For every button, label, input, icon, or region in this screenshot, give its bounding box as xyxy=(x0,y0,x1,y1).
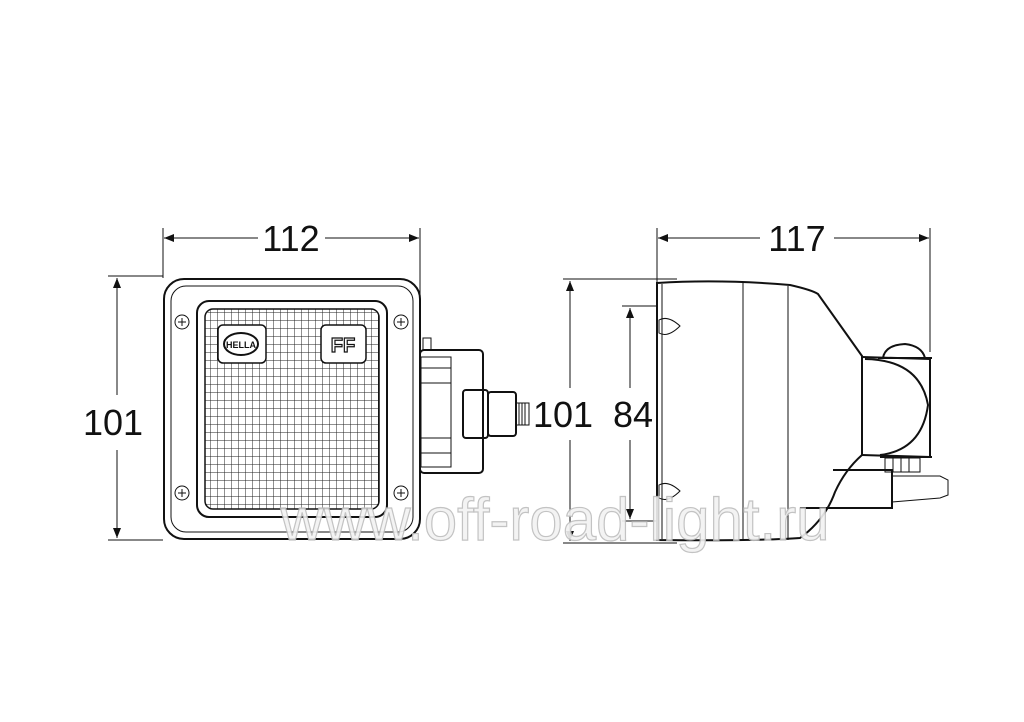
depth-dimension-label: 117 xyxy=(768,218,825,259)
width-dimension-label: 112 xyxy=(262,218,319,259)
rear-mount xyxy=(800,342,949,509)
screw-icon xyxy=(174,314,409,501)
watermark: www.off-road-light.ru xyxy=(279,486,829,553)
ff-badge: FF xyxy=(320,324,367,364)
logo-text: HELLA xyxy=(226,340,256,350)
hella-logo: HELLA xyxy=(217,324,267,364)
side-view: 101 84 117 xyxy=(533,218,949,544)
mounting-bracket xyxy=(419,337,530,474)
front-view: HELLA FF 112 101 xyxy=(83,218,530,541)
badge-text: FF xyxy=(331,335,355,357)
mount-dimension-label: 84 xyxy=(613,394,653,435)
side-height-dimension-label: 101 xyxy=(533,394,593,435)
height-dimension-label: 101 xyxy=(83,402,143,443)
lens-frame xyxy=(196,300,388,518)
